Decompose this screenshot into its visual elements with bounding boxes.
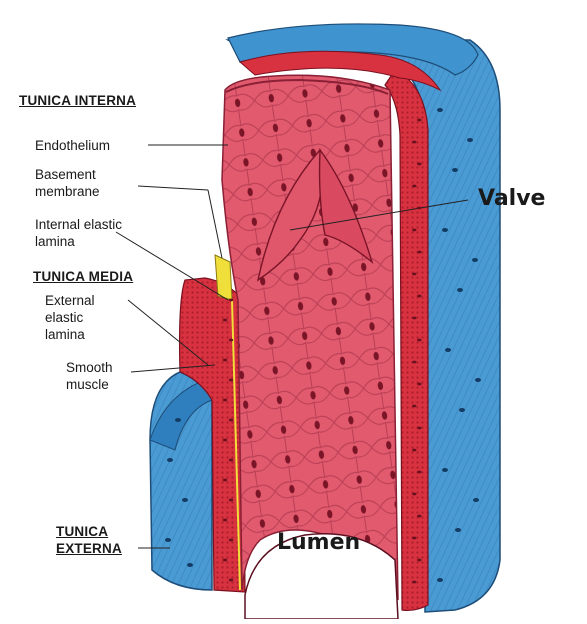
label-external-elastic-line2: elastic [45,309,83,326]
media-nucleus-494 [412,493,416,496]
label-lumen: Lumen [277,530,360,555]
label-valve: Valve [478,186,545,211]
media-left-nucleus-520 [223,519,227,522]
media-nucleus-164 [417,163,421,166]
media-left-nucleus-420 [229,419,233,422]
externa-nucleus-5 [459,408,465,412]
externa-nucleus-9 [467,138,473,142]
externa-left-nucleus-4 [175,418,181,422]
media-left-nucleus-300 [229,299,233,302]
label-endothelium: Endothelium [35,137,110,154]
media-nucleus-516 [417,515,421,518]
media-nucleus-296 [417,295,421,298]
media-left-nucleus-360 [223,359,227,362]
media-nucleus-186 [412,185,416,188]
label-basement-line1: Basement [35,166,96,183]
externa-nucleus-4 [445,348,451,352]
media-left-nucleus-560 [223,559,227,562]
externa-nucleus-7 [455,528,461,532]
media-left-nucleus-320 [223,319,227,322]
media-left-nucleus-480 [223,479,227,482]
externa-nucleus-11 [475,378,481,382]
media-nucleus-318 [412,317,416,320]
media-nucleus-142 [412,141,416,144]
externa-nucleus-2 [442,228,448,232]
media-nucleus-340 [417,339,421,342]
externa-nucleus-6 [442,468,448,472]
media-left-nucleus-400 [223,399,227,402]
media-left-nucleus-440 [223,439,227,442]
media-left-nucleus-500 [229,499,233,502]
label-external-elastic-line1: External [45,292,95,309]
externa-left-nucleus-3 [187,563,193,567]
externa-left-nucleus-2 [165,538,171,542]
media-nucleus-582 [412,581,416,584]
media-left-nucleus-540 [229,539,233,542]
label-basement-line2: membrane [35,183,100,200]
media-nucleus-384 [417,383,421,386]
label-tunica-externa-line2: EXTERNA [56,541,122,556]
externa-left-nucleus-1 [182,498,188,502]
externa-nucleus-1 [452,168,458,172]
label-tunica-media: TUNICA MEDIA [33,269,133,284]
media-nucleus-230 [412,229,416,232]
media-nucleus-560 [417,559,421,562]
media-left-nucleus-340 [229,339,233,342]
media-nucleus-208 [417,207,421,210]
media-left-nucleus-460 [229,459,233,462]
media-nucleus-406 [412,405,416,408]
label-internal-elastic-line1: Internal elastic [35,216,122,233]
media-nucleus-362 [412,361,416,364]
externa-nucleus-0 [437,108,443,112]
externa-nucleus-3 [457,288,463,292]
label-external-elastic-line3: lamina [45,326,85,343]
media-nucleus-538 [412,537,416,540]
label-smooth-muscle-line2: muscle [66,376,109,393]
externa-nucleus-12 [473,498,479,502]
externa-left-nucleus-0 [167,458,173,462]
media-left-nucleus-380 [229,379,233,382]
media-left-nucleus-580 [229,579,233,582]
media-nucleus-274 [412,273,416,276]
media-nucleus-252 [417,251,421,254]
label-tunica-externa-line1: TUNICA [56,524,108,539]
label-smooth-muscle-line1: Smooth [66,359,113,376]
label-internal-elastic-line2: lamina [35,233,75,250]
media-nucleus-450 [412,449,416,452]
externa-nucleus-10 [472,258,478,262]
media-nucleus-120 [417,119,421,122]
label-tunica-interna: TUNICA INTERNA [19,93,136,108]
media-nucleus-472 [417,471,421,474]
externa-nucleus-8 [437,578,443,582]
media-nucleus-428 [417,427,421,430]
endothelium-tube [222,75,398,600]
